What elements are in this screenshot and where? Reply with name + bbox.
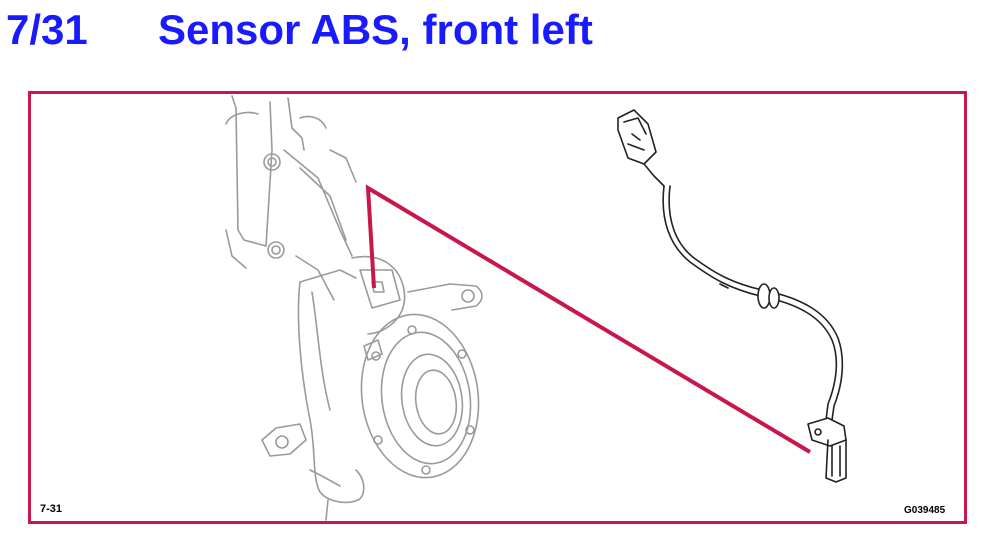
figure-code: G039485: [904, 505, 946, 516]
page-title: Sensor ABS, front left: [158, 6, 593, 53]
wheel-hub: [360, 313, 480, 479]
strut-assembly: [225, 95, 357, 301]
page-number: 7/31: [6, 6, 88, 53]
figure-frame: [28, 91, 967, 524]
steering-knuckle: [261, 255, 483, 521]
abs-sensor: [617, 109, 847, 483]
figure-number: 7-31: [40, 503, 63, 515]
pointer-line: [365, 184, 812, 454]
